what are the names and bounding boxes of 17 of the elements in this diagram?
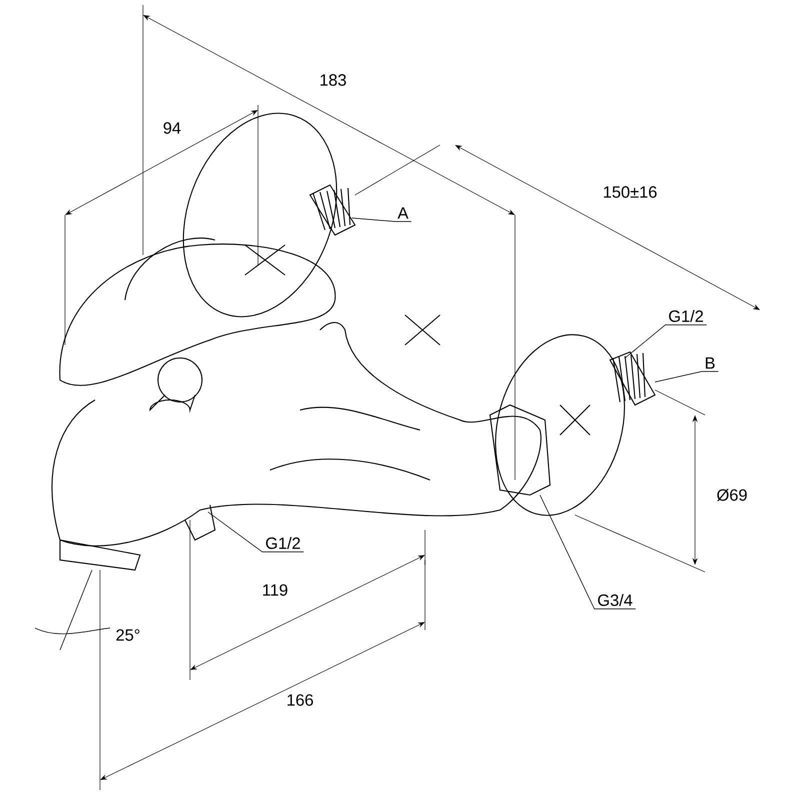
leader-line <box>624 324 707 358</box>
leader-line <box>352 218 412 222</box>
callout-label: G3/4 <box>598 594 632 606</box>
leader-line <box>208 512 304 552</box>
dimension-label: 183 <box>320 74 346 86</box>
dimension-label: 150±16 <box>604 186 657 198</box>
dimension-label: 25° <box>116 629 140 641</box>
callout-label: G1/2 <box>266 536 300 550</box>
leader-line <box>654 371 719 382</box>
callout-label: G1/2 <box>669 310 703 322</box>
callout-label: B <box>706 357 715 369</box>
dimension-label: 94 <box>164 122 181 134</box>
dimension-label: 166 <box>288 694 313 706</box>
dimension-label: 119 <box>263 584 288 596</box>
dimension-label: Ø69 <box>717 488 747 502</box>
leader-line <box>540 494 636 610</box>
callout-label: A <box>398 207 408 219</box>
